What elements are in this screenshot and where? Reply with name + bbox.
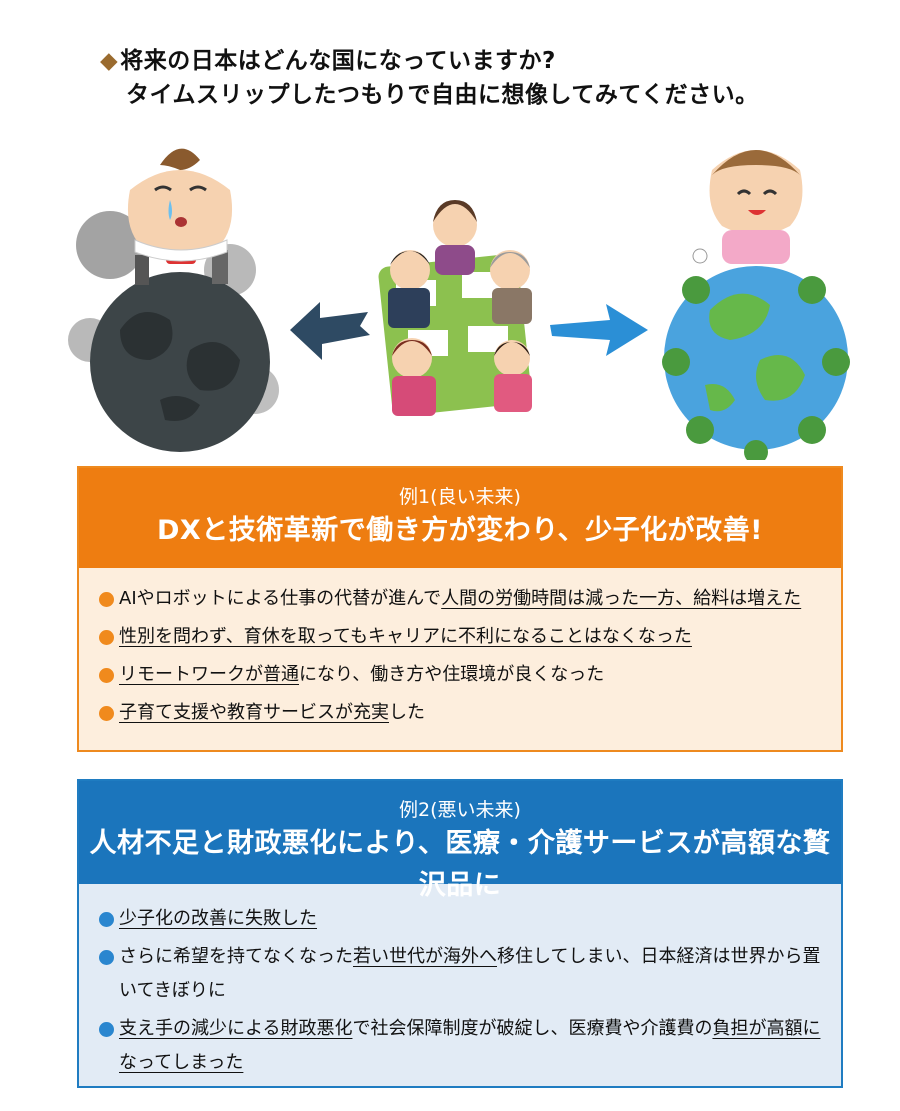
example-good-future-panel: 例1(良い未来) DXと技術革新で働き方が変わり、少子化が改善! AIやロボット… [77,466,843,752]
list-item: さらに希望を持てなくなった若い世代が海外へ移住してしまい、日本経済は世界から置い… [99,940,823,1008]
example-title: 人材不足と財政悪化により、医療・介護サービスが高額な贅沢品に [89,828,831,901]
question-heading: ◆将来の日本はどんな国になっていますか? タイムスリップしたつもりで自由に想像し… [100,44,759,112]
question-line-1: 将来の日本はどんな国になっていますか? [120,48,556,74]
smiling-child-icon [709,150,803,264]
question-line-2: タイムスリップしたつもりで自由に想像してみてください。 [126,82,759,108]
list-item: 少子化の改善に失敗した [99,902,823,936]
example-title: DXと技術革新で働き方が変わり、少子化が改善! [157,515,763,546]
polluted-earth-icon [68,211,279,452]
bullet-dot-icon [99,1022,114,1037]
family-meeting-icon [378,200,532,416]
arrow-left-icon [290,302,370,360]
bullet-dot-icon [99,592,114,607]
list-item: 支え手の減少による財政悪化で社会保障制度が破綻し、医療費や介護費の負担が高額にな… [99,1012,823,1080]
list-item: リモートワークが普通になり、働き方や住環境が良くなった [99,658,823,692]
example-good-future-list: AIやロボットによる仕事の代替が進んで人間の労働時間は減った一方、給料は増えた … [79,568,841,750]
list-item: 性別を問わず、育休を取ってもキャリアに不利になることはなくなった [99,620,823,654]
bullet-dot-icon [99,630,114,645]
bullet-dot-icon [99,950,114,965]
example-bad-future-header: 例2(悪い未来) 人材不足と財政悪化により、医療・介護サービスが高額な贅沢品に [79,781,841,901]
green-earth-icon [662,248,850,460]
example-label: 例1(良い未来) [399,486,521,508]
example-bad-future-panel: 例2(悪い未来) 人材不足と財政悪化により、医療・介護サービスが高額な贅沢品に … [77,779,843,1088]
bullet-dot-icon [99,912,114,927]
example-good-future-header: 例1(良い未来) DXと技術革新で働き方が変わり、少子化が改善! [79,468,841,568]
crying-baby-icon [127,148,233,262]
diamond-bullet-icon: ◆ [100,48,119,74]
bullet-dot-icon [99,668,114,683]
example-bad-future-list: 少子化の改善に失敗した さらに希望を持てなくなった若い世代が海外へ移住してしまい… [79,884,841,1086]
example-label: 例2(悪い未来) [399,799,521,821]
bullet-dot-icon [99,706,114,721]
list-item: 子育て支援や教育サービスが充実した [99,696,823,730]
future-illustration [68,148,850,460]
list-item: AIやロボットによる仕事の代替が進んで人間の労働時間は減った一方、給料は増えた [99,582,823,616]
arrow-right-icon [550,304,648,356]
